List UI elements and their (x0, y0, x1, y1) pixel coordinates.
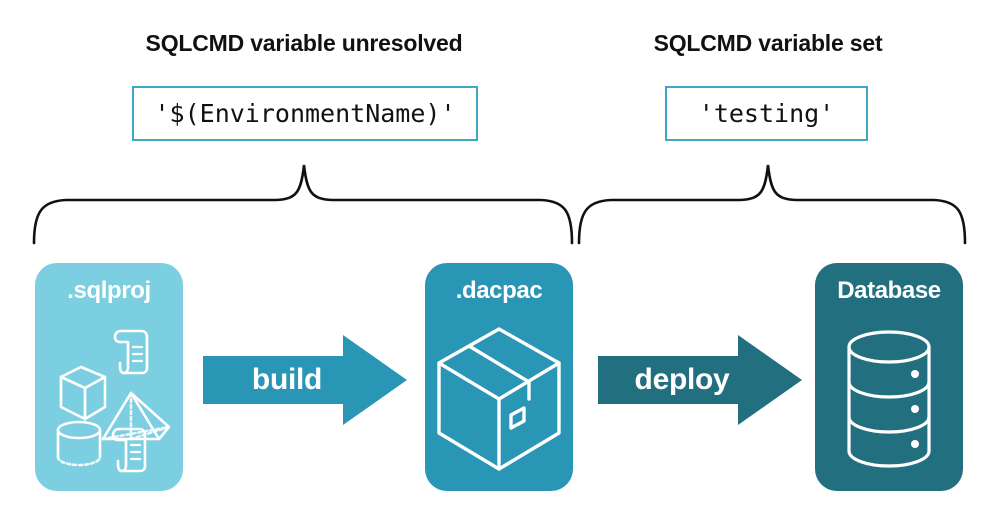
arrow-deploy-shape (598, 335, 802, 425)
database-artwork (847, 330, 931, 468)
heading-sqlcmd-variable-set: SQLCMD variable set (653, 30, 883, 56)
arrow-deploy: deploy (598, 334, 803, 426)
sqlproj-artwork (56, 329, 171, 473)
box-dacpac: .dacpac (425, 263, 573, 491)
box-sqlproj-label: .sqlproj (67, 277, 151, 304)
scroll-icon (113, 329, 149, 375)
code-box-testing: 'testing' (665, 86, 868, 141)
box-database-label: Database (837, 277, 941, 304)
box-dacpac-label: .dacpac (455, 277, 543, 304)
arrow-build-shape (203, 335, 407, 425)
dacpac-artwork (437, 327, 561, 471)
cylinder-icon (56, 420, 102, 467)
box-database: Database (815, 263, 963, 491)
brace-left (32, 164, 574, 245)
heading-sqlcmd-variable-unresolved: SQLCMD variable unresolved (145, 30, 463, 56)
arrow-build: build (203, 334, 408, 426)
brace-right (577, 164, 967, 245)
cube-icon (59, 365, 107, 421)
code-box-environment-name: '$(EnvironmentName)' (132, 86, 478, 141)
box-sqlproj: .sqlproj (35, 263, 183, 491)
database-cylinder-icon (847, 330, 931, 468)
scroll-icon (111, 427, 147, 473)
package-box-icon (437, 327, 561, 471)
database-status-dots (911, 370, 919, 448)
